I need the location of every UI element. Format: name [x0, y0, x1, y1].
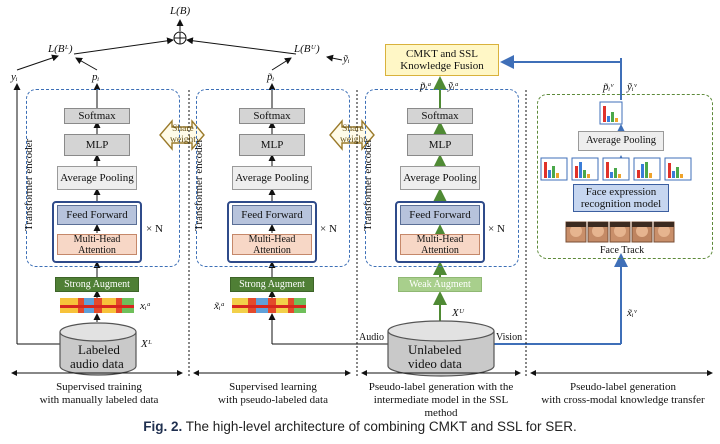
share-weight-line1-b: Share [342, 124, 364, 134]
col1-section-line2: with manually labeled data [39, 394, 159, 406]
col4-face-track-label: Face Track [600, 245, 645, 256]
col3-transformer-block [395, 201, 485, 263]
emotion-bars [544, 106, 683, 178]
col3-section-line1: Pseudo-label generation with the [368, 381, 514, 393]
col3-encoder-label: Transformer encoder [362, 138, 374, 231]
col2-mha-box: Multi-Head Attention [232, 234, 312, 256]
col1-section-line1: Supervised training [56, 381, 142, 393]
spectrogram-2 [232, 298, 306, 313]
col3-feed-forward-box: Feed Forward [400, 205, 480, 225]
col1-encoder-region [26, 89, 180, 267]
col4-section-label: Pseudo-label generation with cross-modal… [528, 381, 718, 407]
fusion-line1: CMKT and SSL [406, 47, 478, 60]
col3-encoder-region [365, 89, 519, 267]
col2-section-line1: Supervised learning [229, 381, 317, 393]
figure-caption: Fig. 2. The high-level architecture of c… [0, 419, 720, 434]
col2-strong-augment: Strong Augment [230, 277, 314, 292]
col2-p-output: p̃ᵢ [267, 71, 275, 83]
col2-repeat-label: × N [320, 223, 337, 235]
col2-arrows [268, 83, 388, 345]
col1-p-output: pᵢ [92, 71, 100, 83]
col3-db-line1: Unlabeled [408, 342, 462, 357]
share-weight-label-1: Share weight [170, 124, 196, 146]
col4-p-output: p̃ᵢᵛ [603, 81, 614, 93]
share-weight-line2-b: weight [340, 135, 366, 145]
col1-db-symbol: Xᴸ [141, 338, 153, 350]
col1-softmax-box: Softmax [64, 108, 130, 124]
col1-strong-augment: Strong Augment [55, 277, 139, 292]
share-weight-shapes [159, 119, 375, 151]
col2-encoder-label: Transformer encoder [193, 138, 205, 231]
col1-mha-box: Multi-Head Attention [57, 234, 137, 256]
loss-total-label: L(B) [170, 5, 191, 17]
col3-section-label: Pseudo-label generation with the interme… [358, 381, 524, 420]
col1-transformer-block [52, 201, 142, 263]
col3-mlp-box: MLP [407, 134, 473, 156]
face-track-frames [565, 221, 675, 243]
fusion-box: CMKT and SSL Knowledge Fusion [385, 44, 499, 76]
col2-feed-forward-box: Feed Forward [232, 205, 312, 225]
database-unlabeled [387, 320, 495, 377]
share-weight-line2: weight [170, 135, 196, 145]
database-labeled [59, 322, 137, 376]
col1-feed-forward-box: Feed Forward [57, 205, 137, 225]
col3-vision-label: Vision [496, 332, 523, 343]
col2-section-line2: with pseudo-labeled data [218, 394, 328, 406]
spectrogram-1 [60, 298, 134, 313]
section-dividers [11, 90, 713, 378]
col2-encoder-region [196, 89, 350, 267]
col3-p-output: p̃ᵢᵃ [420, 80, 432, 92]
col4-section-line1: Pseudo-label generation [570, 381, 676, 393]
col3-weak-augment: Weak Augment [398, 277, 482, 292]
figure-caption-text: The high-level architecture of combining… [185, 419, 577, 434]
col3-xu-label: Xᵁ [452, 307, 465, 319]
col1-y-output: yᵢ [11, 71, 18, 83]
col2-feature-label: x̃ᵢᵃ [214, 300, 226, 312]
loss-tree-lines [16, 19, 343, 71]
col4-section-line2: with cross-modal knowledge transfer [541, 394, 705, 406]
col3-audio-label: Audio [359, 332, 384, 343]
col3-softmax-box: Softmax [407, 108, 473, 124]
col4-fer-line1: Face expression [585, 185, 657, 198]
col1-repeat-label: × N [146, 223, 163, 235]
col4-fer-model-box: Face expression recognition model [573, 184, 669, 212]
col3-mha-box: Multi-Head Attention [400, 234, 480, 256]
figure-number: Fig. 2. [143, 419, 183, 434]
col2-transformer-block [227, 201, 317, 263]
col2-section-label: Supervised learning with pseudo-labeled … [190, 381, 356, 407]
col4-pooling-box: Average Pooling [578, 131, 664, 151]
col4-region [537, 94, 713, 259]
col4-fer-line2: recognition model [580, 198, 662, 210]
share-weight-line1: Share [172, 124, 194, 134]
col4-feature-label: x̃ᵢᵛ [627, 307, 637, 319]
col4-y-output: ỹᵢᵛ [627, 81, 637, 93]
col1-feature-label: xᵢᵃ [140, 300, 152, 312]
col3-repeat-label: × N [488, 223, 505, 235]
loss-unlabeled-label: L(Bᵁ) [294, 43, 320, 55]
loss-labeled-label: L(Bᴸ) [48, 43, 73, 55]
share-weight-label-2: Share weight [340, 124, 366, 146]
col2-softmax-box: Softmax [239, 108, 305, 124]
col1-mlp-box: MLP [64, 134, 130, 156]
col3-pooling-box: Average Pooling [400, 166, 480, 190]
col3-y-output: ỹᵢᵃ [448, 80, 460, 92]
col1-section-label: Supervised training with manually labele… [14, 381, 184, 407]
col3-section-line2: intermediate model in the SSL method [373, 394, 509, 419]
fusion-output-label: ỹᵢ [343, 53, 350, 65]
col3-db-line2: video data [408, 356, 462, 371]
col1-encoder-label: Transformer encoder [23, 138, 35, 231]
fusion-line2: Knowledge Fusion [400, 60, 484, 72]
col1-db-line1: Labeled [78, 342, 120, 357]
col2-pooling-box: Average Pooling [232, 166, 312, 190]
col1-db-line2: audio data [70, 356, 124, 371]
col1-arrows [13, 83, 101, 345]
col1-pooling-box: Average Pooling [57, 166, 137, 190]
col2-mlp-box: MLP [239, 134, 305, 156]
